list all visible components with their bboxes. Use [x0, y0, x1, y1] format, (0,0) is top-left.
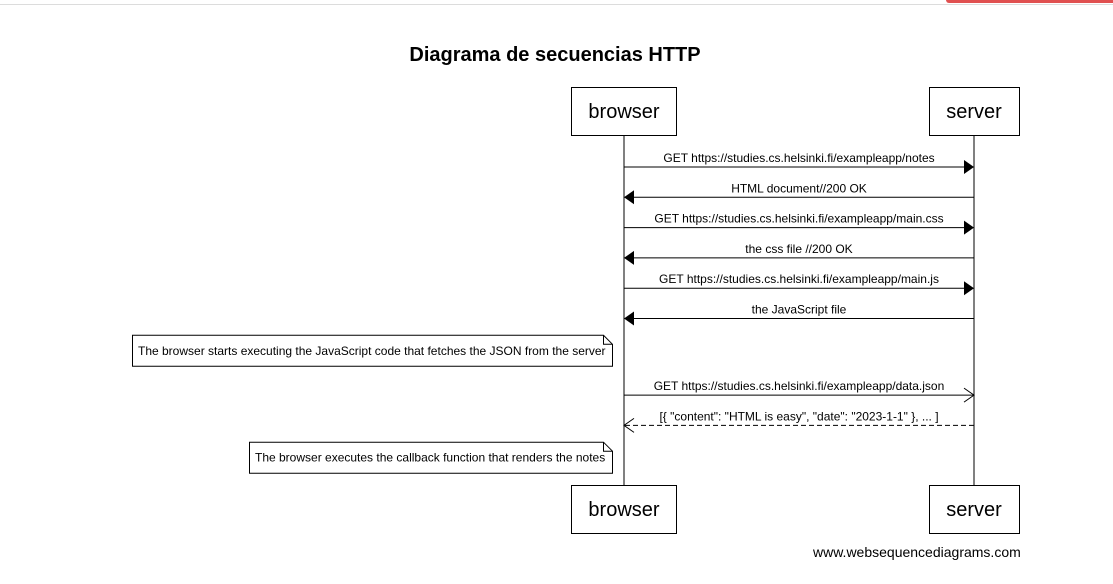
arrowhead-2 [964, 220, 974, 235]
participant-box-browser-bottom [571, 485, 677, 534]
arrowhead-0 [964, 160, 974, 174]
arrowhead-7 [623, 417, 635, 433]
note-fold-1 [603, 442, 613, 452]
arrowhead-6 [963, 387, 975, 403]
top-accent-bar [946, 0, 1113, 3]
note-box-0 [132, 334, 613, 367]
top-divider [0, 4, 1113, 5]
participant-label-browser-bottom: browser [588, 499, 659, 521]
participant-box-server-bottom [929, 485, 1020, 534]
message-label-3: the css file //200 OK [745, 242, 852, 256]
watermark[interactable]: www.websequencediagrams.com [813, 544, 1021, 560]
arrowhead-5 [624, 311, 634, 326]
participant-box-browser-top [571, 87, 677, 136]
message-label-0: GET https://studies.cs.helsinki.fi/examp… [663, 151, 934, 165]
note-box-1 [249, 441, 613, 474]
diagram-title: Diagrama de secuencias HTTP [409, 44, 701, 66]
arrowhead-1 [624, 190, 634, 205]
message-label-6: GET https://studies.cs.helsinki.fi/examp… [654, 379, 945, 393]
message-label-4: GET https://studies.cs.helsinki.fi/examp… [659, 272, 939, 286]
arrowhead-3 [624, 250, 634, 265]
message-label-1: HTML document//200 OK [731, 181, 867, 195]
note-text-1: The browser executes the callback functi… [255, 451, 605, 465]
participant-label-browser-top: browser [588, 101, 659, 123]
message-label-2: GET https://studies.cs.helsinki.fi/examp… [654, 212, 943, 226]
note-fold-0 [603, 335, 613, 345]
participant-box-server-top [929, 87, 1020, 136]
message-label-5: the JavaScript file [752, 303, 847, 317]
note-text-0: The browser starts executing the JavaScr… [138, 344, 606, 358]
participant-label-server-top: server [946, 101, 1002, 123]
message-label-7: [{ "content": "HTML is easy", "date": "2… [659, 409, 938, 423]
participant-label-server-bottom: server [946, 499, 1002, 521]
arrowhead-4 [964, 281, 974, 296]
